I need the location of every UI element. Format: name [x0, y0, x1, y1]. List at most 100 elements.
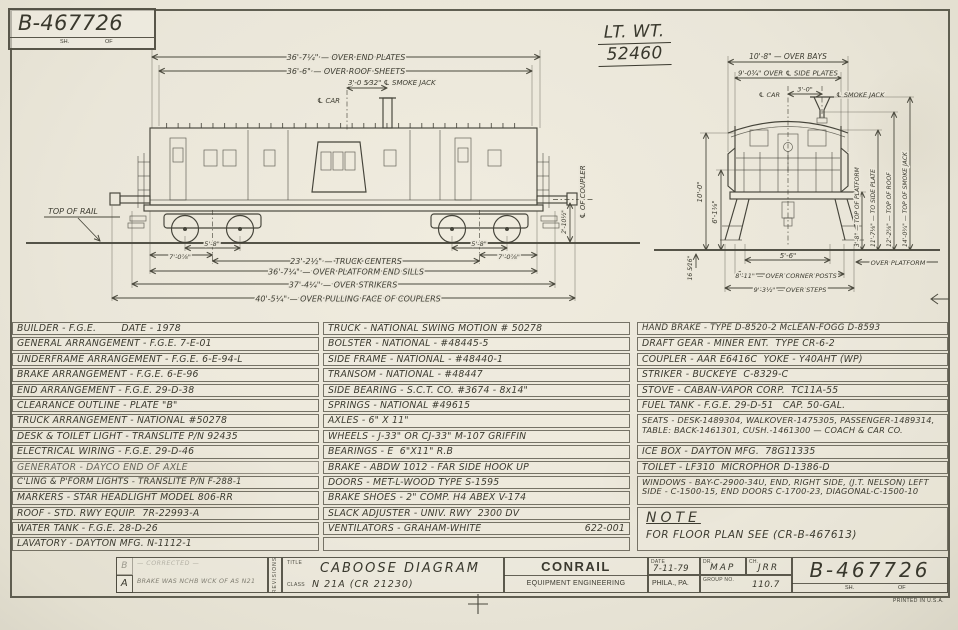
label-top-of-rail: TOP OF RAIL [48, 207, 98, 216]
place-value: PHILA., PA. [652, 580, 689, 587]
dim-right-wheelbase: 5'-8" [471, 240, 486, 248]
spec-row: ROOF - STD. RWY EQUIP. 7R-22993-A [12, 506, 319, 521]
note-box: NOTE FOR FLOOR PLAN SEE (CR-B-467613) [637, 506, 948, 551]
revision-block [116, 557, 268, 593]
date-value: 7-11-79 [653, 564, 689, 574]
dim-smoke-jack-offset: 3'-0 5⁄32" ℄ SMOKE JACK [348, 79, 437, 87]
spec-row: WHEELS - J-33" OR CJ-33" M-107 GRIFFIN [323, 429, 630, 444]
dim-over-platform-end-sills: 36'-7¼" — OVER PLATFORM END SILLS [268, 268, 424, 277]
spec-row: DOORS - MET-L-WOOD TYPE S-1595 [323, 475, 630, 490]
dim-5-6: 5'-6" [780, 252, 797, 260]
spec-row: SIDE FRAME - NATIONAL - #48440-1 [323, 352, 630, 367]
revisions-strip [268, 557, 282, 593]
revision-b-text: — CORRECTED — [137, 560, 200, 567]
sheet-label: SH. [60, 39, 70, 45]
spec-row: TRANSOM - NATIONAL - #48447 [323, 368, 630, 382]
dim-left-wheelbase: 5'-8" [204, 240, 219, 248]
note-text: FOR FLOOR PLAN SEE (CR-B-467613) [646, 528, 857, 541]
spec-row: BRAKE SHOES - 2" COMP. H4 ABEX V-174 [323, 491, 630, 505]
spec-column-2: TRUCK - NATIONAL SWING MOTION # 50278 BO… [323, 322, 630, 553]
drawing-title: CABOOSE DIAGRAM [320, 561, 480, 576]
of-label: OF [105, 39, 113, 45]
dim-over-corner-posts: 8'-11" — OVER CORNER POSTS [735, 272, 836, 280]
spec-row: ICE BOX - DAYTON MFG. 78G11335 [637, 445, 948, 459]
ventilators-part-no: 622-001 [584, 523, 625, 535]
drawing-number: B-467726 [18, 11, 123, 35]
spec-row: TRUCK ARRANGEMENT - NATIONAL #50278 [12, 414, 319, 428]
ch-label: CH. [749, 559, 759, 565]
spec-row: GENERATOR - DAYCO END OF AXLE [12, 460, 319, 474]
spec-row: WATER TANK - F.G.E. 28-D-26 [12, 522, 319, 536]
spec-row: ELECTRICAL WIRING - F.G.E. 29-D-46 [12, 445, 319, 459]
drawing-border-frame [10, 9, 950, 598]
spec-row: GENERAL ARRANGEMENT - F.G.E. 7-E-01 [12, 337, 319, 351]
dr-label: DR. [703, 559, 713, 565]
spec-column-1: BUILDER - F.G.E. DATE - 1978 GENERAL ARR… [12, 322, 319, 553]
dim-over-end-plates: 36'-7¼" — OVER END PLATES [287, 53, 406, 62]
dim-over-couplers: 40'-5¼" — OVER PULLING FACE OF COUPLERS [255, 295, 440, 304]
label-cl-car: ℄ CAR [317, 97, 340, 105]
spec-row: BOLSTER - NATIONAL - #48445-5 [323, 337, 630, 351]
spec-row: HAND BRAKE - TYPE D-8520-2 McLEAN-FOGG D… [637, 322, 948, 336]
dim-coupler-height: 2'-10½" [561, 210, 568, 234]
spec-row: MARKERS - STAR HEADLIGHT MODEL 806-RR [12, 491, 319, 505]
spec-column-3: HAND BRAKE - TYPE D-8520-2 McLEAN-FOGG D… [637, 322, 948, 551]
spec-row-ventilators: VENTILATORS - GRAHAM-WHITE 622-001 [323, 522, 630, 536]
dim-right-overhang: 7'-0⅞" [498, 253, 520, 261]
spec-row: BRAKE - ABDW 1012 - FAR SIDE HOOK UP [323, 460, 630, 474]
dim-over-strikers: 37'-4¼" — OVER STRIKERS [289, 281, 398, 290]
spec-row: FUEL TANK - F.G.E. 29-D-51 CAP. 50-GAL. [637, 398, 948, 413]
dim-truck-centers: 23'-2½" — TRUCK CENTERS [290, 257, 402, 266]
dim-left-overhang: 7'-0⅞" [169, 253, 191, 261]
label-cl-of-coupler: ℄ OF COUPLER [579, 165, 587, 218]
revision-a-text: BRAKE WAS NCHB WCK OF AS N21 [137, 578, 256, 585]
department-name: EQUIPMENT ENGINEERING [526, 580, 626, 587]
label-cl-car-end: ℄ CAR [759, 91, 780, 99]
spec-row: BRAKE ARRANGEMENT - F.G.E. 6-E-96 [12, 368, 319, 382]
divider [792, 583, 948, 584]
number-cell [792, 557, 948, 593]
company-name: CONRAIL [541, 559, 611, 574]
bottom-sh-label: SH. [845, 585, 855, 591]
spec-row: SIDE BEARING - S.C.T. CO. #3674 - 8x14" [323, 383, 630, 397]
spec-row: LAVATORY - DAYTON MFG. N-1112-1 [12, 537, 319, 551]
spec-row: SPRINGS - NATIONAL #49615 [323, 398, 630, 413]
revision-b-letter: B [116, 557, 133, 575]
spec-row: UNDERFRAME ARRANGEMENT - F.G.E. 6-E-94-L [12, 352, 319, 367]
ch-value: JRR [758, 563, 780, 573]
spec-row-windows: WINDOWS - BAY-C-2900-34U, END, RIGHT SID… [637, 475, 948, 505]
dr-cell [700, 557, 746, 575]
dim-16-5-16: 16 5⁄16" [687, 255, 694, 280]
date-cell [648, 557, 700, 575]
spec-row: END ARRANGEMENT - F.G.E. 29-D-38 [12, 383, 319, 397]
ch-cell [746, 557, 792, 575]
drawing-number-box: B-467726 SH. OF [8, 8, 156, 50]
printed-in-usa: PRINTED IN U.S.A. [893, 598, 944, 604]
divider [504, 575, 648, 576]
title-cell [282, 557, 504, 593]
end-view-drawing: 10'-8" — OVER BAYS 9'-0¾" OVER ℄ SIDE PL… [654, 50, 940, 296]
label-cl-smoke-jack: ℄ SMOKE JACK [836, 91, 885, 99]
spec-row: CLEARANCE OUTLINE - PLATE "B" [12, 398, 319, 413]
class-label: CLASS [287, 582, 305, 588]
spec-row: STOVE - CABAN-VAPOR CORP. TC11A-55 [637, 383, 948, 397]
group-cell [700, 575, 792, 593]
spec-row: DESK & TOILET LIGHT - TRANSLITE P/N 9243… [12, 429, 319, 444]
dim-over-bays: 10'-8" — OVER BAYS [749, 52, 827, 61]
revisions-label: REVISIONS [272, 556, 278, 594]
registration-arrow [930, 293, 949, 305]
spec-row: C'LING & P'FORM LIGHTS - TRANSLITE P/N F… [12, 475, 319, 490]
dim-over-steps: 9'-3½" — OVER STEPS [754, 286, 827, 294]
dim-top-of-smoke-jack: 14'-0¾" — TOP OF SMOKE JACK [902, 151, 909, 247]
dim-to-side-plate: 11'-7⅛" — TO SIDE PLATE [870, 169, 877, 247]
dr-value: MAP [710, 563, 736, 573]
spec-row: DRAFT GEAR - MINER ENT. TYPE CR-6-2 [637, 337, 948, 351]
bottom-of-label: OF [898, 585, 906, 591]
group-label: GROUP NO. [703, 577, 735, 583]
spec-row: TOILET - LF310 MICROPHOR D-1386-D [637, 460, 948, 474]
dim-top-of-roof: 12'-2⅝" — TOP OF ROOF [886, 172, 893, 247]
spec-row: TRUCK - NATIONAL SWING MOTION # 50278 [323, 322, 630, 336]
side-elevation-drawing: 36'-7¼" — OVER END PLATES 36'-6" — OVER … [26, 50, 640, 305]
spec-row-seats: SEATS - DESK-1489304, WALKOVER-1475305, … [637, 414, 948, 444]
